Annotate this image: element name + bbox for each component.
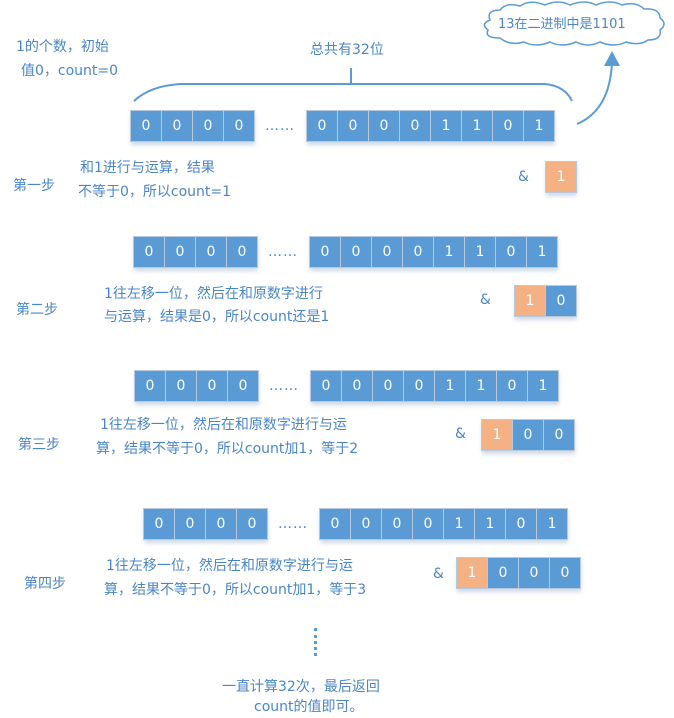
bit-cell: 0 bbox=[350, 508, 382, 540]
intro-line1: 1的个数，初始 bbox=[16, 39, 109, 55]
bit-cell: 0 bbox=[165, 370, 197, 402]
bit-cell: 0 bbox=[195, 236, 227, 268]
bit-cell: 0 bbox=[399, 110, 431, 142]
bit-cell: 1 bbox=[526, 236, 558, 268]
bit-cell: 0 bbox=[402, 236, 434, 268]
step-3-line1: 1往左移一位，然后在和原数字进行与运 bbox=[100, 417, 347, 433]
bit-cell: 1 bbox=[434, 370, 466, 402]
step-2-line1: 1往左移一位，然后在和原数字进行 bbox=[104, 286, 323, 302]
step-1-line2: 不等于0，所以count=1 bbox=[78, 184, 232, 200]
mask-bit: 0 bbox=[545, 285, 577, 317]
bit-cell: 0 bbox=[223, 110, 255, 142]
bit-cell: 0 bbox=[381, 508, 413, 540]
and-operator: & bbox=[455, 426, 466, 442]
bit-cell: 0 bbox=[309, 236, 341, 268]
ellipsis: …… bbox=[265, 118, 295, 134]
conclusion-line2: count的值即可。 bbox=[254, 699, 364, 715]
bit-cell: 0 bbox=[226, 236, 258, 268]
mask-step-4: 1 0 0 0 bbox=[456, 557, 581, 589]
bit-cell: 0 bbox=[227, 370, 259, 402]
intro-line2: 值0，count=0 bbox=[21, 63, 119, 79]
step-4-line2: 算，结果不等于0，所以count加1，等于3 bbox=[104, 582, 367, 598]
arrow-icon bbox=[576, 61, 613, 125]
mask-bit: 1 bbox=[545, 161, 577, 193]
bit-cell: 0 bbox=[495, 236, 527, 268]
step-3-line2: 算，结果不等于0，所以count加1，等于2 bbox=[96, 441, 359, 457]
and-operator: & bbox=[433, 566, 444, 582]
bit-row-4: 0 0 0 0 …… 0 0 0 0 1 1 0 1 bbox=[143, 508, 568, 540]
bit-cell: 0 bbox=[371, 236, 403, 268]
bit-cell: 1 bbox=[443, 508, 475, 540]
bit-cell: 1 bbox=[461, 110, 493, 142]
step-4-title: 第四步 bbox=[24, 576, 66, 592]
bit-cell: 0 bbox=[130, 110, 162, 142]
bit-cell: 0 bbox=[496, 370, 528, 402]
step-2-line2: 与运算，结果是0，所以count还是1 bbox=[104, 309, 330, 325]
bit-cell: 0 bbox=[133, 236, 165, 268]
ellipsis: …… bbox=[278, 516, 308, 532]
bit-cell: 0 bbox=[340, 236, 372, 268]
bit-cell: 0 bbox=[505, 508, 537, 540]
bit-cell: 0 bbox=[205, 508, 237, 540]
ellipsis: …… bbox=[269, 378, 299, 394]
step-3-title: 第三步 bbox=[18, 437, 60, 453]
brace-icon bbox=[133, 83, 573, 102]
mask-bit: 0 bbox=[543, 419, 575, 451]
mask-bit: 0 bbox=[512, 419, 544, 451]
bit-cell: 0 bbox=[319, 508, 351, 540]
mask-step-2: 1 0 bbox=[514, 285, 577, 317]
mask-bit: 0 bbox=[518, 557, 550, 589]
bit-cell: 0 bbox=[134, 370, 166, 402]
bit-cell: 0 bbox=[236, 508, 268, 540]
bit-cell: 1 bbox=[536, 508, 568, 540]
cloud-icon bbox=[483, 1, 665, 46]
bit-cell: 0 bbox=[412, 508, 444, 540]
bits-low-group: 0 0 0 0 1 1 0 1 bbox=[306, 110, 555, 142]
bit-cell: 1 bbox=[433, 236, 465, 268]
bits-high-group: 0 0 0 0 bbox=[130, 110, 255, 142]
mask-bit: 1 bbox=[481, 419, 513, 451]
mask-step-1: 1 bbox=[545, 161, 577, 193]
bit-cell: 0 bbox=[310, 370, 342, 402]
vertical-ellipsis-icon bbox=[314, 628, 320, 656]
bit-cell: 1 bbox=[465, 370, 497, 402]
mask-bit: 1 bbox=[456, 557, 488, 589]
bit-cell: 0 bbox=[192, 110, 224, 142]
bit-cell: 1 bbox=[464, 236, 496, 268]
and-operator: & bbox=[480, 292, 491, 308]
mask-bit: 0 bbox=[549, 557, 581, 589]
step-2-title: 第二步 bbox=[16, 302, 58, 318]
mask-step-3: 1 0 0 bbox=[481, 419, 575, 451]
bit-cell: 0 bbox=[161, 110, 193, 142]
bit-row-1: 0 0 0 0 …… 0 0 0 0 1 1 0 1 bbox=[130, 110, 555, 142]
bit-cell: 1 bbox=[474, 508, 506, 540]
bit-cell: 0 bbox=[174, 508, 206, 540]
conclusion-line1: 一直计算32次，最后返回 bbox=[222, 679, 380, 695]
bit-row-3: 0 0 0 0 …… 0 0 0 0 1 1 0 1 bbox=[134, 370, 559, 402]
bit-cell: 0 bbox=[368, 110, 400, 142]
bit-cell: 1 bbox=[527, 370, 559, 402]
bit-cell: 1 bbox=[523, 110, 555, 142]
ellipsis: …… bbox=[268, 244, 298, 260]
bit-cell: 0 bbox=[403, 370, 435, 402]
bit-cell: 1 bbox=[430, 110, 462, 142]
bit-cell: 0 bbox=[372, 370, 404, 402]
cloud-label: 13在二进制中是1101 bbox=[498, 17, 626, 32]
and-operator: & bbox=[518, 169, 529, 185]
step-1-title: 第一步 bbox=[13, 178, 55, 194]
bit-cell: 0 bbox=[492, 110, 524, 142]
step-1-line1: 和1进行与运算，结果 bbox=[80, 160, 215, 176]
mask-bit: 1 bbox=[514, 285, 546, 317]
bit-cell: 0 bbox=[196, 370, 228, 402]
bit-cell: 0 bbox=[306, 110, 338, 142]
bit-row-2: 0 0 0 0 …… 0 0 0 0 1 1 0 1 bbox=[133, 236, 558, 268]
bit-cell: 0 bbox=[164, 236, 196, 268]
brace-label: 总共有32位 bbox=[310, 42, 384, 58]
mask-bit: 0 bbox=[487, 557, 519, 589]
bit-cell: 0 bbox=[341, 370, 373, 402]
bit-cell: 0 bbox=[337, 110, 369, 142]
bit-cell: 0 bbox=[143, 508, 175, 540]
step-4-line1: 1往左移一位，然后在和原数字进行与运 bbox=[106, 558, 353, 574]
